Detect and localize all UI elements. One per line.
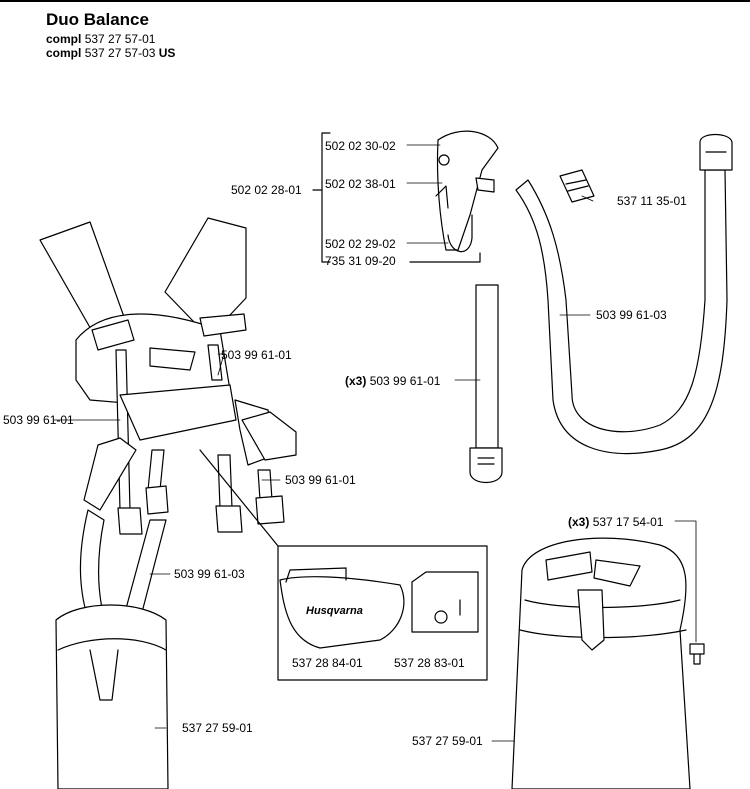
label-502-02-38-01: 502 02 38-01 [325,177,396,191]
top-rule [0,0,750,2]
label-503-99-61-01-left: 503 99 61-01 [3,413,74,427]
slider-drawing [560,170,594,202]
label-537-11-35-01: 537 11 35-01 [617,194,687,208]
label-537-27-59-01-left: 537 27 59-01 [182,721,253,735]
label-503-99-61-03-right: 503 99 61-03 [596,308,667,322]
label-502-02-29-02: 502 02 29-02 [325,237,396,251]
label-502-02-30-02: 502 02 30-02 [325,139,396,153]
page-title: Duo Balance [46,10,149,29]
loop-strap-drawing [516,135,732,454]
label-537-27-59-01-right: 537 27 59-01 [412,734,483,748]
label-503-99-61-03-left: 503 99 61-03 [174,567,245,581]
label-537-28-83-01: 537 28 83-01 [394,656,465,670]
label-503-99-61-01-shoulder: 503 99 61-01 [221,348,292,362]
label-735-31-09-20: 735 31 09-20 [325,254,396,268]
label-503-99-61-01-lower: 503 99 61-01 [285,473,356,487]
hip-pad-drawing [512,538,690,789]
label-537-28-84-01: 537 28 84-01 [292,656,363,670]
compl-line-1: compl 537 27 57-01 [46,32,156,46]
label-502-02-28-01: 502 02 28-01 [231,183,302,197]
label-x3-537-17-54-01: (x3) 537 17 54-01 [568,515,664,529]
bracket-502-02-28-01 [322,133,330,262]
leader-lines [54,145,696,741]
label-x3-503-99-61-01: (x3) 503 99 61-01 [345,374,441,388]
screw-drawing [690,644,704,664]
buckle-assembly-drawing [436,131,498,251]
harness-drawing [40,218,296,789]
brand-logo-inset: Husqvarna [306,605,363,617]
single-strap-drawing [470,285,502,483]
pad-inset-box [278,546,487,680]
compl-line-2: compl 537 27 57-03 US [46,46,176,60]
